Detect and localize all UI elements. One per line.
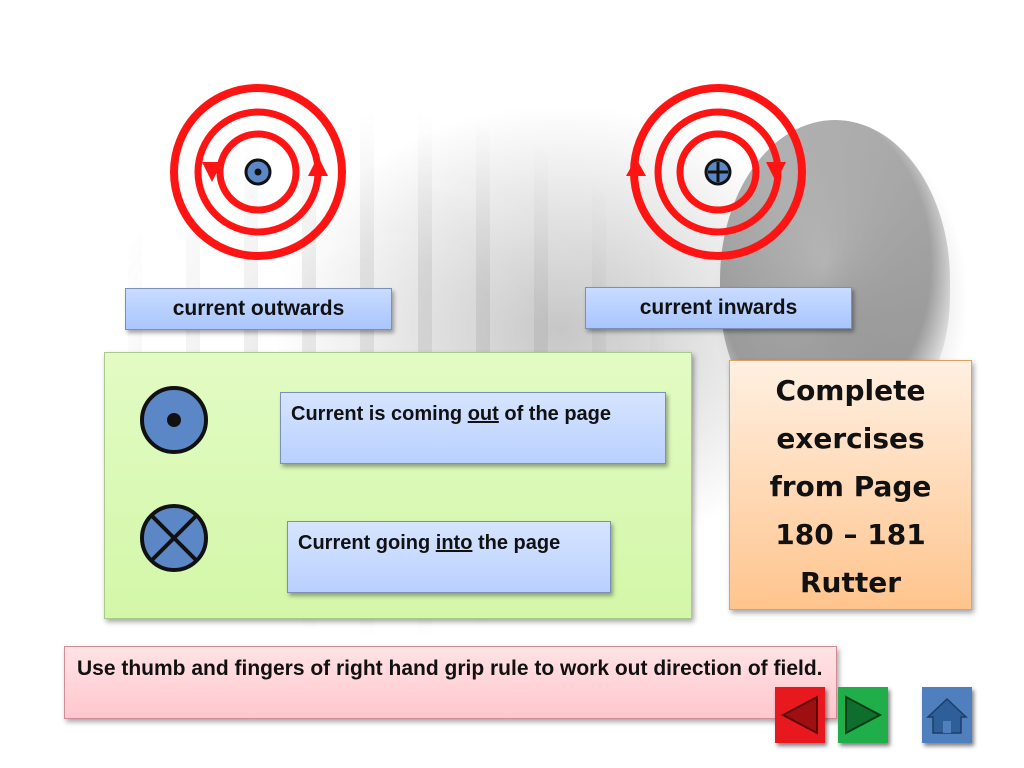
current-outwards-label: current outwards bbox=[125, 288, 392, 330]
next-slide-button[interactable] bbox=[838, 687, 888, 743]
dot-icon bbox=[254, 168, 262, 176]
previous-slide-button[interactable] bbox=[775, 687, 825, 743]
home-button[interactable] bbox=[922, 687, 972, 743]
field-lines-outwards-diagram bbox=[170, 84, 346, 260]
note-line: exercises bbox=[776, 422, 925, 455]
home-icon bbox=[926, 697, 968, 734]
current-out-description: Current is coming out of the page bbox=[280, 392, 666, 464]
note-line: from Page bbox=[769, 470, 932, 503]
inner-field-ring bbox=[676, 130, 760, 214]
exercise-note: Complete exercises from Page 180 – 181 R… bbox=[729, 360, 972, 610]
note-line: Rutter bbox=[799, 566, 902, 599]
current-inwards-label: current inwards bbox=[585, 287, 852, 329]
outer-field-ring bbox=[170, 84, 346, 260]
up-arrow-icon bbox=[626, 158, 646, 176]
inner-field-ring bbox=[216, 130, 300, 214]
into-text-part2: the page bbox=[472, 532, 561, 554]
triangle-right-icon bbox=[845, 695, 883, 735]
current-outwards-text: current outwards bbox=[172, 297, 345, 320]
instruction-text: Use thumb and fingers of right hand grip… bbox=[77, 657, 823, 680]
into-text-part1: Current going bbox=[298, 532, 436, 554]
out-text-part1: Current is coming bbox=[291, 403, 468, 425]
symbols-panel: Current is coming out of the page Curren… bbox=[104, 352, 692, 619]
field-lines-inwards-diagram bbox=[626, 84, 806, 260]
down-arrow-icon bbox=[202, 162, 222, 182]
note-line: 180 – 181 bbox=[775, 518, 926, 551]
instruction-box: Use thumb and fingers of right hand grip… bbox=[64, 646, 837, 719]
into-text-emphasis: into bbox=[435, 532, 473, 554]
out-text-emphasis: out bbox=[467, 403, 499, 425]
current-into-description: Current going into the page bbox=[287, 521, 611, 593]
down-arrow-icon bbox=[766, 162, 786, 182]
current-out-symbol-icon bbox=[140, 386, 208, 454]
current-inwards-text: current inwards bbox=[639, 296, 798, 319]
note-line: Complete bbox=[775, 374, 926, 407]
out-text-part2: of the page bbox=[498, 403, 612, 425]
up-arrow-icon bbox=[308, 156, 328, 176]
triangle-left-icon bbox=[780, 695, 818, 735]
current-into-symbol-icon bbox=[140, 504, 208, 572]
